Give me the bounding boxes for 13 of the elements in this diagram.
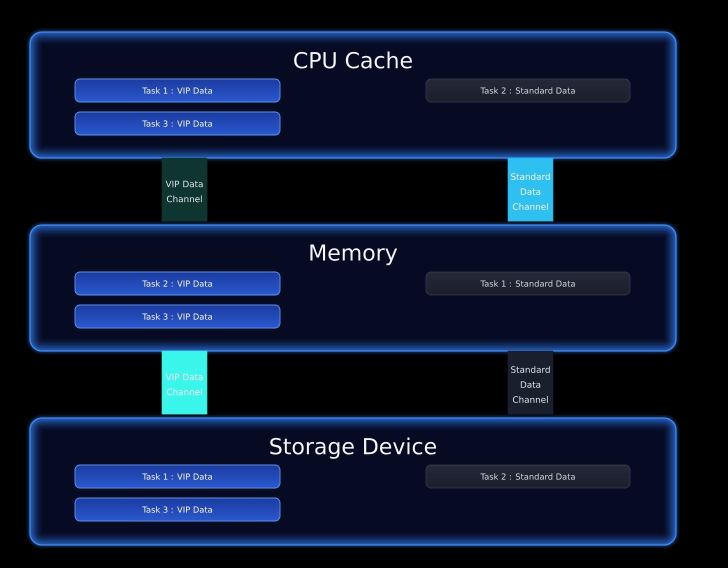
task-box: Task 3 : VIP Data	[74, 304, 280, 328]
channel-band: Standard Data Channel	[508, 158, 554, 226]
task-box: Task 1 : VIP Data	[74, 78, 280, 102]
task-box: Task 1 : VIP Data	[74, 464, 280, 488]
channel-band: VIP Data Channel	[162, 158, 208, 226]
channel-band: VIP Data Channel	[162, 350, 208, 418]
task-box: Task 3 : VIP Data	[74, 112, 280, 136]
channel-band: Standard Data Channel	[508, 350, 554, 418]
task-box: Task 1 : Standard Data	[426, 272, 630, 296]
task-box: Task 2 : Standard Data	[426, 78, 630, 102]
task-box: Task 3 : VIP Data	[74, 498, 280, 522]
task-box: Task 2 : VIP Data	[74, 272, 280, 296]
task-box: Task 2 : Standard Data	[426, 464, 630, 488]
